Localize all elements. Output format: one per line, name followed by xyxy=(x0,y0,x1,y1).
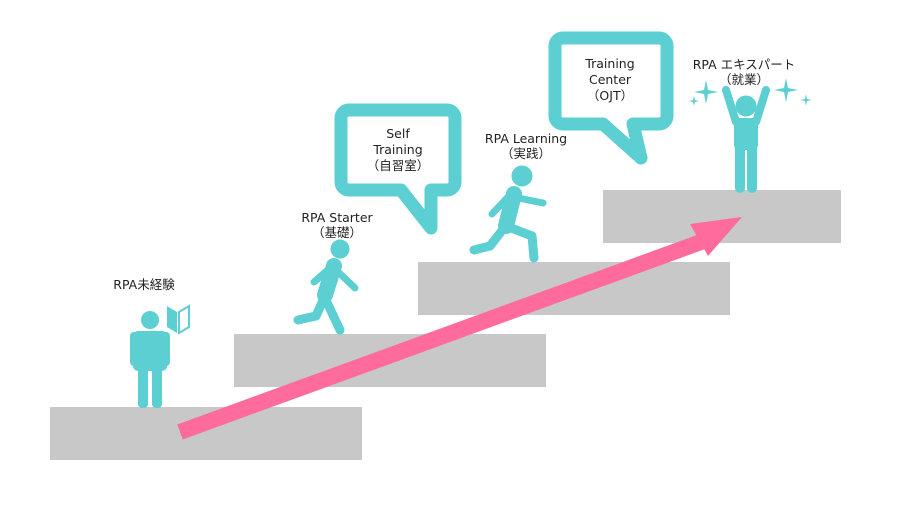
stage-title: RPA Learning xyxy=(484,131,568,146)
bubble-line: （OJT） xyxy=(586,88,634,103)
person-beginner-icon xyxy=(130,311,170,408)
stage-label-starter: RPA Starter （基礎） xyxy=(301,210,372,240)
stage-subtitle: （基礎） xyxy=(311,225,363,240)
speech-bubble-self-training xyxy=(334,103,462,235)
bubble-line: Training xyxy=(373,142,423,157)
person-walking-icon xyxy=(293,239,359,335)
stage-subtitle: （就業） xyxy=(718,72,770,87)
person-running-icon xyxy=(469,165,547,263)
stage-title: RPA エキスパート xyxy=(692,57,796,72)
up-right-arrow-icon xyxy=(177,217,742,440)
stage-title: RPA未経験 xyxy=(113,277,175,292)
bubble-text-self-training: Self Training （自習室） xyxy=(367,126,430,174)
beginner-mark-icon xyxy=(167,304,190,335)
bubble-line: Center xyxy=(588,72,632,87)
bubble-text-training-center: Training Center （OJT） xyxy=(585,56,634,104)
bubble-line: （自習室） xyxy=(366,158,430,173)
stage-subtitle: （実践） xyxy=(500,146,551,161)
bubble-line: Self xyxy=(386,126,410,141)
stage-label-beginner: RPA未経験 xyxy=(113,277,174,292)
sparkle-icon xyxy=(689,78,812,106)
speech-bubble-training-center xyxy=(548,31,674,165)
stage-title: RPA Starter xyxy=(301,210,373,225)
bubble-line: Training xyxy=(585,56,635,71)
stage-label-expert: RPA エキスパート （就業） xyxy=(693,57,796,87)
person-cheering-icon xyxy=(722,86,770,193)
stage-label-learning: RPA Learning （実践） xyxy=(485,131,567,161)
